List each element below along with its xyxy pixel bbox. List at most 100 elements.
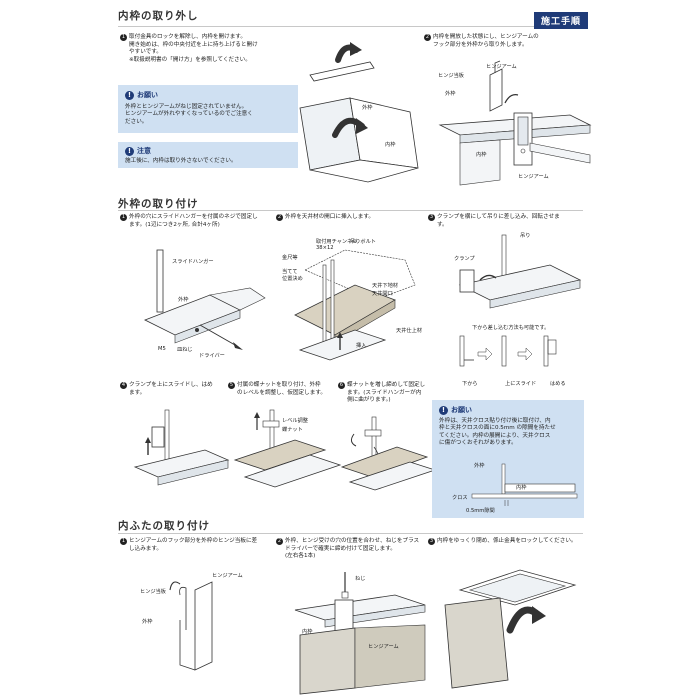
lid-illustration-1 [169,581,213,671]
step-text: し込みます。 [129,545,163,552]
removal-illustration-2 [438,60,592,186]
step-text: ます。(1辺につき2ヶ所, 合計4ヶ所) [129,221,220,228]
label-hanger: 吊り [520,233,531,239]
step-number: 2 [276,214,283,221]
step-number: 2 [424,34,431,41]
section-rule-lid [118,533,583,534]
label-lid-hinge-arm: ヒンジアーム [212,573,243,579]
label-from-below: 下から [462,381,478,387]
step-text: のレベルを調整し、仮固定します。 [237,389,326,396]
note-text: 施工後に、内枠は取り外さないでください。 [125,158,237,164]
note-box-mounting: !お願い 外枠は、天井クロス貼り付け後に取付け、内 枠と天井クロスの面に0.5m… [432,400,584,518]
note-box-removal-1: !お願い 外枠とヒンジアームがねじ固定されていません。 ヒンジアームが外れやすく… [118,85,298,133]
step-number: 1 [120,538,127,545]
note-text: ださい。 [125,118,148,125]
label-note-outer: 外枠 [474,463,485,469]
mounting-illustration-3b [459,335,557,367]
step-number: 2 [276,538,283,545]
step-text: ます。(スライドハンガーが内 [347,389,422,396]
step-text: ※取扱説明書の「開け方」を参照してください。 [129,56,251,63]
step-text: クランプを上にスライドし、はめ [129,382,213,388]
step-text: 開き始めは、枠の中央付近を上に持ち上げると開け [129,41,258,48]
step-text: (左右各1本) [285,553,316,560]
step-number: 3 [428,214,435,221]
note-text: 外枠とヒンジアームがねじ固定されていません。 [125,104,248,110]
step-text: 取付金具のロックを解除し、内枠を開けます。 [129,34,246,40]
step-text: 外枠を天井材の開口に挿入します。 [285,214,374,220]
note-heading: 注意 [137,147,151,155]
label-hinge-arm-2: ヒンジアーム [518,174,549,180]
note-text: てください。内枠の展開により、天井クロス [439,432,551,439]
step-number: 1 [120,214,127,221]
label-position: 当てて [282,269,298,275]
step-text: 内枠を開放した状態にし、ヒンジアームの [433,34,539,40]
removal-illustration-1 [299,42,419,183]
label-insert-method: 下から差し込む方法も可能です。 [472,325,550,331]
label-fit: はめる [550,381,566,387]
step-text: やすいです。 [129,49,162,56]
note-text: 外枠は、天井クロス貼り付け後に取付け、内 [439,418,551,424]
label-outer-frame-3: 外枠 [178,297,189,303]
step-text: 外枠、ヒンジ受けの穴の位置を合わせ、ねじをプラス [285,538,420,544]
lid-illustration-2 [294,572,426,695]
label-note-cloth: クロス [452,495,468,501]
step-text: 側に曲がります。) [347,397,391,404]
mounting-illustration-3 [458,234,582,309]
step-text: 付属の蝶ナットを取り付け、外枠 [237,382,321,388]
procedure-badge: 施工手順 [534,12,589,29]
label-clamp: クランプ [454,256,475,262]
gap-diagram [471,463,578,506]
section-rule-mounting [118,210,583,211]
label-lid-inner: 内枠 [302,629,313,635]
note-heading: お願い [137,91,158,99]
note-heading: お願い [451,406,472,414]
step-number: 6 [338,382,345,389]
mounting-illustration-2 [294,249,416,361]
mounting-illustration-5 [233,409,342,488]
mounting-illustration-4 [133,409,230,486]
label-outer-frame: 外枠 [362,105,373,111]
step-text: 蝶ナットを増し締めして固定し [347,382,426,388]
step-text: フック部分を外枠から取り外します。 [433,41,528,48]
step-text: す。 [437,221,448,228]
step-text: クランプを横にして吊りに差し込み、回転させま [437,214,560,220]
note-text: に傷がつくおそれがあります。 [439,440,517,447]
label-driver: ドライバー [199,353,225,359]
step-number: 1 [120,34,127,41]
mounting-illustration-6 [340,416,437,491]
label-note-gap: 0.5mm隙間 [466,508,495,514]
label-hinge-plate: ヒンジ当板 [438,73,464,79]
label-wing-nut: 蝶ナット [282,427,303,433]
label-lid-hinge-plate: ヒンジ当板 [140,589,166,595]
label-outer-frame-2: 外枠 [445,91,456,97]
step-text: 外枠の穴にスライドハンガーを付属のネジで固定し [129,214,258,220]
section-title-mounting: 外枠の取り付け [118,198,199,210]
label-level: レベル調整 [282,418,308,424]
step-text: ます。 [129,389,146,396]
note-text: ヒンジアームが外れやすくなっているのでご注意く [125,111,253,118]
label-lid-screw: ねじ [355,576,366,582]
step-text: 内枠をゆっくり閉め、係止金具をロックしてください。 [437,538,577,544]
label-channel-size: 38×12 [316,245,334,251]
label-m5: M5 [158,346,166,352]
label-align: 位置決め [282,276,303,282]
step-number: 4 [120,382,127,389]
label-insert: 挿入 [356,343,367,349]
step-text: ヒンジアームのフック部分を外枠のヒンジ当板に差 [129,538,258,544]
step-number: 3 [428,538,435,545]
note-box-removal-2: !注意 施工後に、内枠は取り外さないでください。 [118,142,298,168]
label-lid-outer: 外枠 [142,619,153,625]
exclamation-icon: ! [125,146,134,156]
section-rule-removal [118,26,583,27]
exclamation-icon: ! [439,405,448,415]
label-inner-frame-2: 内枠 [476,152,487,158]
label-note-inner: 内枠 [516,485,527,491]
